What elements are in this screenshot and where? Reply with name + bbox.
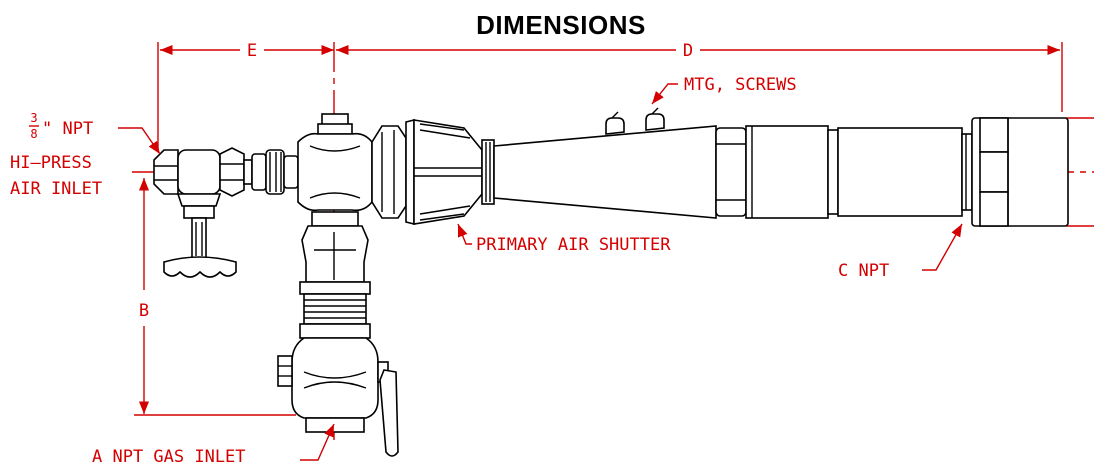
dim-label-b: B: [139, 301, 149, 321]
dim-label-e: E: [247, 41, 257, 61]
dimension-e: [157, 42, 334, 150]
label-mtg-screws: MTG, SCREWS: [684, 75, 797, 95]
primary-air-shutter: [371, 118, 495, 226]
npt-fraction-denominator: 8: [30, 127, 37, 141]
label-npt-top: " NPT: [42, 119, 93, 139]
leader-npt-top: [118, 127, 161, 155]
burner-nozzle: [971, 117, 1069, 227]
leader-primary-air-shutter: [457, 223, 472, 245]
burner-coupling: [715, 125, 839, 219]
mixing-tube: [493, 107, 717, 219]
dimension-b: [134, 178, 296, 416]
gas-inlet-assembly: [277, 211, 399, 457]
leader-c-npt: [922, 223, 963, 271]
diagram-title: DIMENSIONS: [476, 10, 646, 40]
mixer-tee: [297, 113, 373, 212]
air-inlet-valve: [153, 147, 299, 278]
leader-gas-inlet: [300, 423, 335, 461]
npt-fraction-numerator: 3: [30, 111, 37, 125]
label-primary-air-shutter: PRIMARY AIR SHUTTER: [476, 235, 671, 255]
dimension-d: [336, 42, 1063, 112]
burner-tube: [837, 127, 973, 217]
label-air-inlet: AIR INLET: [10, 179, 102, 199]
label-gas-inlet: A NPT GAS INLET: [92, 447, 246, 466]
dim-label-d: D: [683, 41, 693, 61]
leader-mtg-screws: [651, 83, 678, 105]
right-extension-lines: [1066, 117, 1094, 227]
label-c-npt: C NPT: [838, 261, 889, 281]
label-hi-press: HI—PRESS: [10, 153, 92, 173]
